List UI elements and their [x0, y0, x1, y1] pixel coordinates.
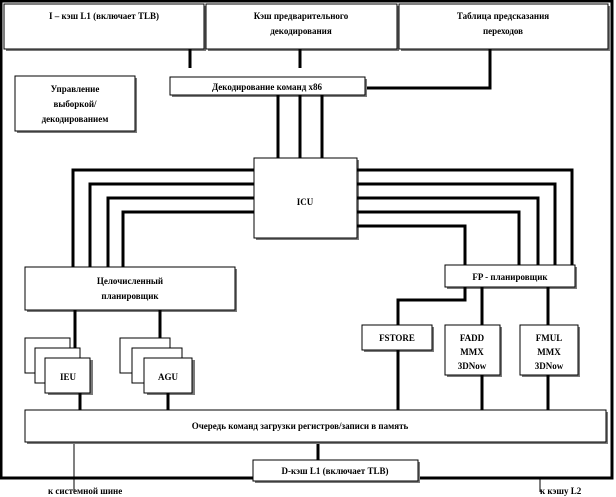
icache-block: I – кэш L1 (включает TLB)	[3, 3, 206, 51]
fstore-block: FSTORE	[361, 324, 434, 352]
int-scheduler-block: Целочисленный планировщик	[24, 266, 237, 312]
x86-decode-block: Декодирование команд x86	[169, 76, 367, 97]
lsq-block: Очередь команд загрузки регистров/записи…	[24, 409, 608, 444]
agu-label: AGU	[158, 372, 179, 382]
fadd-label-3: 3DNow	[458, 361, 487, 371]
fetch-control-label-3: декодированием	[42, 114, 109, 124]
fadd-label-2: MMX	[460, 347, 484, 357]
branch-table-block: Таблица предсказания переходов	[398, 3, 610, 51]
fadd-label-1: FADD	[460, 333, 485, 343]
fmul-label-2: MMX	[537, 347, 561, 357]
fetch-control-label-2: выборкой/	[53, 99, 97, 109]
fp-scheduler-label: FP - планировщик	[472, 272, 548, 282]
ieu-block: IEU	[24, 337, 93, 395]
dcache-block: D-кэш L1 (включает TLB)	[252, 459, 420, 483]
x86-decode-label: Декодирование команд x86	[212, 82, 323, 92]
fmul-label-3: 3DNow	[535, 361, 564, 371]
lsq-label: Очередь команд загрузки регистров/записи…	[192, 421, 409, 431]
ieu-label: IEU	[60, 372, 77, 382]
dcache-label: D-кэш L1 (включает TLB)	[282, 466, 389, 476]
icu-block: ICU	[253, 157, 359, 240]
int-scheduler-label-1: Целочисленный	[97, 276, 163, 286]
system-bus-label: к системной шине	[48, 486, 122, 496]
fmul-block: FMUL MMX 3DNow	[519, 324, 580, 377]
agu-block: AGU	[119, 337, 195, 395]
fmul-label-1: FMUL	[536, 333, 563, 343]
fstore-label: FSTORE	[379, 333, 415, 343]
fetch-control-label-1: Управление	[51, 84, 100, 94]
branch-table-label-1: Таблица предсказания	[457, 11, 549, 21]
predecode-cache-block: Кэш предварительного декодирования	[205, 3, 399, 51]
fp-scheduler-block: FP - планировщик	[444, 264, 577, 289]
l2-cache-label: к кэшу L2	[540, 486, 582, 496]
icu-label: ICU	[297, 197, 314, 207]
fetch-control-block: Управление выборкой/ декодированием	[14, 75, 137, 133]
predecode-cache-label-1: Кэш предварительного	[254, 11, 349, 21]
int-scheduler-label-2: планировщик	[101, 291, 159, 301]
branch-table-label-2: переходов	[483, 26, 523, 36]
icache-label: I – кэш L1 (включает TLB)	[49, 11, 159, 21]
fadd-block: FADD MMX 3DNow	[444, 324, 502, 377]
predecode-cache-label-2: декодирования	[270, 26, 332, 36]
